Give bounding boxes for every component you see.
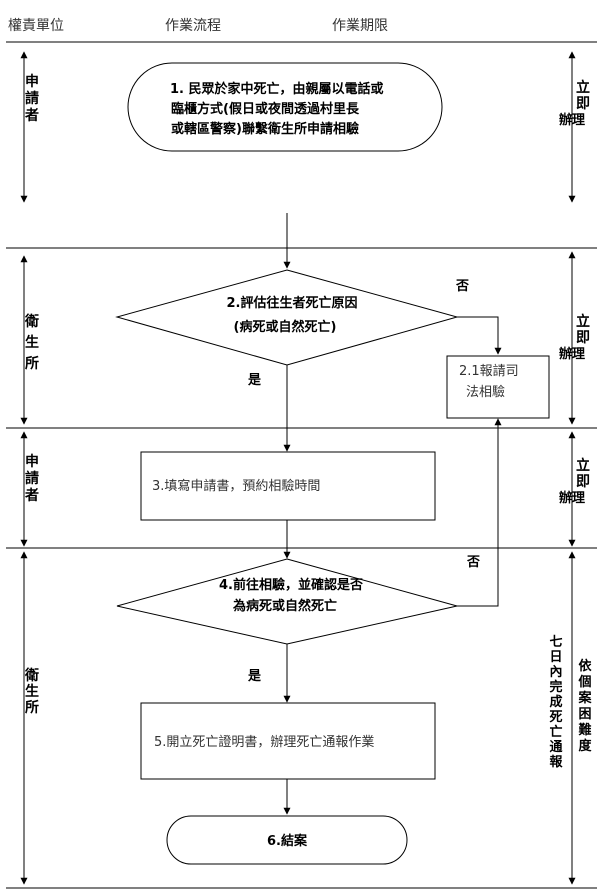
deadline-sec4-days: 七日內完成死亡通報 bbox=[549, 635, 563, 770]
branch-yes-2: 是 bbox=[247, 669, 262, 684]
arrow-2-no bbox=[457, 316, 502, 355]
step6-terminator bbox=[166, 815, 408, 865]
step4-line1: 4.前往相驗，並確認是否 bbox=[219, 577, 363, 593]
svg-text:即: 即 bbox=[576, 96, 590, 112]
svg-text:即: 即 bbox=[576, 474, 590, 490]
branch-no-1: 否 bbox=[455, 279, 469, 294]
responsible-sec3: 申請者 bbox=[25, 453, 39, 504]
step2-1-line2: 法相驗 bbox=[466, 385, 505, 400]
responsible-sec4: 衛生所 bbox=[24, 667, 39, 716]
step5-text: 5.開立死亡證明書，辦理死亡通報作業 bbox=[154, 734, 374, 750]
step2-line1: 2.評估往生者死亡原因 bbox=[227, 295, 358, 311]
header-unit: 權責單位 bbox=[8, 18, 64, 34]
step5-box bbox=[140, 702, 436, 780]
svg-text:立: 立 bbox=[576, 79, 590, 96]
step6-text: 6.結案 bbox=[267, 833, 308, 849]
deadline-sec3: 立 即 辦理 bbox=[559, 457, 590, 506]
step2-1-line1: 2.1報請司 bbox=[459, 364, 519, 379]
svg-text:辦理: 辦理 bbox=[559, 112, 585, 128]
step4-line2: 為病死或自然死亡 bbox=[233, 598, 337, 614]
header-flow: 作業流程 bbox=[165, 18, 221, 34]
step1-terminator bbox=[127, 62, 443, 152]
step3-text: 3.填寫申請書，預約相驗時間 bbox=[152, 478, 320, 494]
step3-box bbox=[140, 451, 436, 521]
deadline-sec4-difficulty: 依個案困難度 bbox=[577, 658, 592, 754]
branch-no-2: 否 bbox=[466, 555, 480, 570]
deadline-sec1: 立 即 辦理 bbox=[559, 79, 590, 128]
svg-text:辦理: 辦理 bbox=[559, 490, 585, 506]
responsible-sec1: 申請者 bbox=[25, 73, 39, 124]
step1-line3: 或轄區警察)聯繫衛生所申請相驗 bbox=[171, 121, 359, 137]
step2-1-box bbox=[446, 355, 550, 419]
step1-line2: 臨櫃方式(假日或夜間透過村里長 bbox=[171, 101, 360, 117]
header-deadline: 作業期限 bbox=[332, 18, 388, 34]
svg-text:辦理: 辦理 bbox=[559, 346, 585, 362]
svg-text:即: 即 bbox=[576, 330, 590, 346]
step1-line1: 1. 民眾於家中死亡，由親屬以電話或 bbox=[170, 81, 384, 97]
branch-yes-1: 是 bbox=[247, 373, 262, 388]
step2-decision bbox=[115, 269, 459, 366]
step2-line2: (病死或自然死亡) bbox=[234, 319, 337, 335]
deadline-sec2: 立 即 辦理 bbox=[559, 313, 590, 362]
svg-text:立: 立 bbox=[576, 457, 590, 474]
svg-text:立: 立 bbox=[576, 313, 590, 330]
responsible-sec2: 衛生所 bbox=[24, 313, 39, 372]
arrow-4-no bbox=[457, 418, 502, 607]
